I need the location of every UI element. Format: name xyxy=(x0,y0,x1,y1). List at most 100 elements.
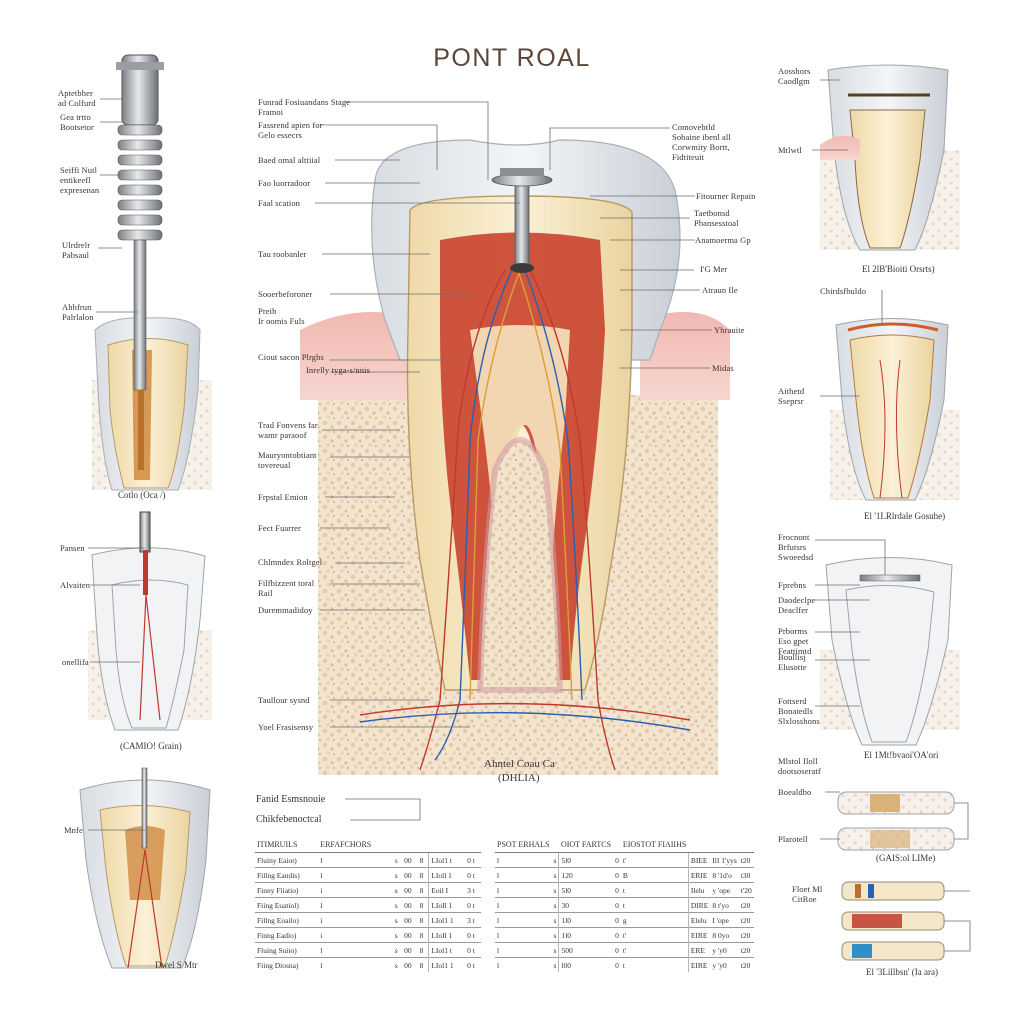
table-cell: 00 xyxy=(402,867,418,883)
center-left-label-0-line-0: Funrad Fosiuandans Stage xyxy=(258,97,351,107)
table-cell: s xyxy=(392,927,403,943)
table-cell: s xyxy=(551,912,559,928)
table-cell: y 'ope xyxy=(710,882,739,898)
table-cell: t'20 xyxy=(738,882,754,898)
table-cell: l xyxy=(318,897,393,913)
center-right-label-7-line-0: Midas xyxy=(712,363,734,373)
center-left-label-7-line-1: Ir oomis Fuls xyxy=(258,316,305,326)
right-label-5-line-0: Fprebns xyxy=(778,580,807,590)
table-header-cell xyxy=(688,836,711,853)
table-cell: IlI 1'yys xyxy=(710,852,739,868)
table-cell: i xyxy=(318,927,393,943)
table-cell: 1l0 xyxy=(558,927,614,943)
table-cell: 0 t xyxy=(465,957,481,972)
table-cell: i xyxy=(318,882,393,898)
table-header-cell: ITIMRUILS xyxy=(255,836,319,853)
right-caption-5: El '3Lillbsn' (Ia ara) xyxy=(866,967,938,977)
table-cell: DIRE xyxy=(687,897,711,913)
table-cell: 00 xyxy=(402,897,418,913)
table-header-cell: ERFAFCHORS xyxy=(318,836,393,853)
center-right-label-0-line-2: Corwmity Bortt, xyxy=(672,142,730,152)
table-cell: l xyxy=(495,927,552,943)
table-cell: s xyxy=(392,897,403,913)
table-header-cell xyxy=(551,836,559,853)
table-cell: t' xyxy=(620,942,689,958)
table-cell: g xyxy=(620,912,689,928)
table-cell: l xyxy=(318,942,393,958)
right-label-9-line-2: Slxlosshons xyxy=(778,716,820,726)
right-third-tooth xyxy=(820,557,960,746)
center-left-label-15-line-1: Rail xyxy=(258,588,273,598)
table-cell: t20 xyxy=(738,897,754,913)
center-right-label-6-line-0: Yhrauite xyxy=(714,325,745,335)
table-cell: s xyxy=(551,867,559,883)
table-header-cell xyxy=(417,836,429,853)
right-label-7-line-2: Feattimtd xyxy=(778,646,812,656)
table-cell: t20 xyxy=(738,927,754,943)
right-label-9-line-0: Fottserd xyxy=(778,696,807,706)
table-cell: s xyxy=(392,882,403,898)
right-second-tooth xyxy=(830,318,960,501)
table-cell: LIol1 t xyxy=(428,942,466,958)
table-header-cell xyxy=(402,836,418,853)
table-cell: 120 xyxy=(558,867,614,883)
center-left-label-11-line-1: tovereual xyxy=(258,460,291,470)
right-label-4-line-0: Frocnont xyxy=(778,532,810,542)
right-label-0-line-1: Caodlgm xyxy=(778,76,810,86)
left-label-0-line-1: ad Colfurd xyxy=(58,98,96,108)
left-caption-3: Dwel S Mtr xyxy=(155,960,198,970)
right-label-12-line-0: Plarotell xyxy=(778,834,808,844)
table-cell: s xyxy=(551,852,559,868)
table-cell: l xyxy=(495,852,552,868)
table-cell: 8 xyxy=(417,957,429,972)
bottom-label-1: Fanid Esmsnouie xyxy=(256,794,326,805)
table-cell: 1l0 xyxy=(558,912,614,928)
table-cell: 0 t xyxy=(465,897,481,913)
table-cell: s xyxy=(551,897,559,913)
table-cell: 00 xyxy=(402,927,418,943)
table-cell: Ilelu xyxy=(687,882,711,898)
center-left-label-10-line-1: wamr paraoof xyxy=(258,430,307,440)
table-cell: t20 xyxy=(738,912,754,928)
table-cell: LIol1 1 xyxy=(428,912,466,928)
table-cell: BIEE xyxy=(687,852,711,868)
right-label-13-line-1: CitRoe xyxy=(792,894,817,904)
table-header-cell xyxy=(710,836,739,853)
right-label-8-line-0: Boullisj xyxy=(778,652,806,662)
leader-lines xyxy=(88,79,971,952)
left-label-7-line-0: onellifa xyxy=(62,657,89,667)
table-cell: l xyxy=(495,882,552,898)
table-header-cell: OIOT FARTCS xyxy=(558,836,614,853)
left-label-6-line-0: Alvaiten xyxy=(60,580,91,590)
right-label-4-line-1: Brfutsrs xyxy=(778,542,807,552)
table-cell: 0 t xyxy=(465,927,481,943)
right-label-3-line-0: Aithetd xyxy=(778,386,805,396)
table-cell: 3 t xyxy=(465,912,481,928)
table-cell: 00 xyxy=(402,852,418,868)
table-cell: 00 xyxy=(402,882,418,898)
table-cell: 0 xyxy=(613,942,621,958)
table-cell: i xyxy=(318,912,393,928)
left-bottom-tooth xyxy=(79,767,211,969)
table-cell: EIRE xyxy=(687,957,711,972)
table-cell: s xyxy=(551,942,559,958)
center-left-label-6-line-0: Sooerbeforoner xyxy=(258,289,313,299)
table-cell: t30 xyxy=(738,867,754,883)
center-right-label-2-line-0: Taetbonsd xyxy=(694,208,730,218)
table-cell: 5l0 xyxy=(558,882,614,898)
table-cell: 8 xyxy=(417,867,429,883)
center-left-label-8-line-0: Ciout sacon Plrghs xyxy=(258,352,324,362)
right-label-11-line-0: Boealdbo xyxy=(778,787,812,797)
center-left-label-2-line-0: Baed omal alttiial xyxy=(258,155,321,165)
table-cell: 8 xyxy=(417,882,429,898)
center-left-label-17-line-0: Taullour sysnd xyxy=(258,695,310,705)
table-cell: 5l0 xyxy=(558,852,614,868)
table-cell: t20 xyxy=(738,957,754,972)
bottom-label-2: Chikfebenoctcal xyxy=(256,814,322,825)
